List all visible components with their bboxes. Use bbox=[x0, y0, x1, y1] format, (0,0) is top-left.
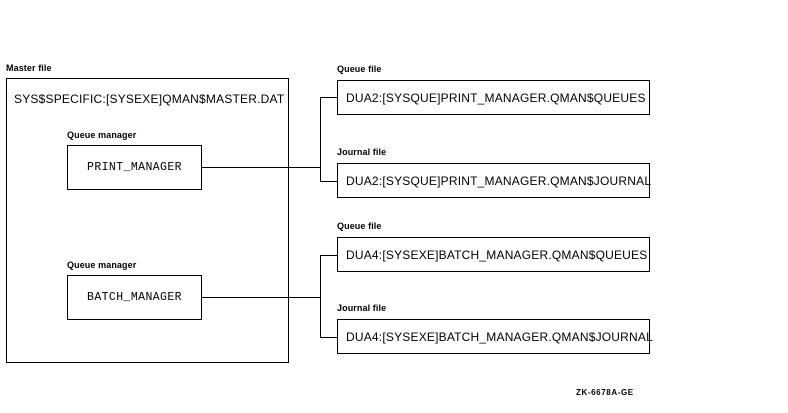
journal-file-box-print: DUA2:[SYSQUE]PRINT_MANAGER.QMAN$JOURNAL bbox=[337, 163, 652, 198]
connector-print-bus bbox=[320, 97, 321, 181]
journal-file-path-print: DUA2:[SYSQUE]PRINT_MANAGER.QMAN$JOURNAL bbox=[346, 173, 652, 188]
queue-file-label-print: Queue file bbox=[337, 64, 382, 74]
master-file-label: Master file bbox=[6, 63, 52, 73]
connector-batch-queue-stub bbox=[320, 255, 338, 256]
connector-batch-horizontal bbox=[202, 297, 320, 298]
master-file-path: SYS$SPECIFIC:[SYSEXE]QMAN$MASTER.DAT bbox=[14, 92, 285, 106]
queue-manager-label-batch: Queue manager bbox=[67, 260, 137, 270]
queue-file-label-batch: Queue file bbox=[337, 221, 382, 231]
connector-print-horizontal bbox=[202, 167, 320, 168]
figure-id: ZK-6678A-GE bbox=[576, 388, 634, 397]
journal-file-label-batch: Journal file bbox=[337, 303, 387, 313]
queue-manager-name-batch: BATCH_MANAGER bbox=[87, 291, 182, 304]
queue-manager-label-print: Queue manager bbox=[67, 130, 137, 140]
connector-batch-journal-stub bbox=[320, 337, 338, 338]
queue-file-path-print: DUA2:[SYSQUE]PRINT_MANAGER.QMAN$QUEUES bbox=[346, 90, 646, 105]
connector-print-queue-stub bbox=[320, 97, 338, 98]
queue-manager-box-print: PRINT_MANAGER bbox=[67, 145, 202, 190]
journal-file-label-print: Journal file bbox=[337, 147, 387, 157]
queue-file-box-print: DUA2:[SYSQUE]PRINT_MANAGER.QMAN$QUEUES bbox=[337, 80, 650, 115]
queue-manager-name-print: PRINT_MANAGER bbox=[87, 161, 182, 174]
master-file-container bbox=[6, 78, 289, 363]
journal-file-box-batch: DUA4:[SYSEXE]BATCH_MANAGER.QMAN$JOURNAL bbox=[337, 319, 653, 354]
connector-print-journal-stub bbox=[320, 181, 338, 182]
connector-batch-bus bbox=[320, 255, 321, 337]
journal-file-path-batch: DUA4:[SYSEXE]BATCH_MANAGER.QMAN$JOURNAL bbox=[346, 329, 653, 344]
queue-file-path-batch: DUA4:[SYSEXE]BATCH_MANAGER.QMAN$QUEUES bbox=[346, 247, 648, 262]
queue-file-box-batch: DUA4:[SYSEXE]BATCH_MANAGER.QMAN$QUEUES bbox=[337, 237, 650, 272]
queue-manager-box-batch: BATCH_MANAGER bbox=[67, 275, 202, 320]
